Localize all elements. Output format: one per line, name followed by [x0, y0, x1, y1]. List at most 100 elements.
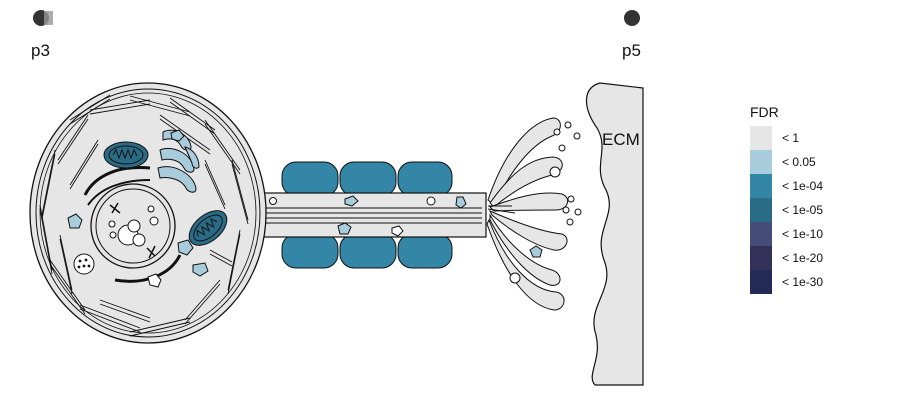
cytoskeleton-filament [89, 99, 151, 111]
adhesion-finger [489, 213, 561, 286]
legend-swatch [750, 198, 772, 222]
cytoskeleton-filament [57, 118, 89, 165]
cytoskeleton-filament [69, 98, 111, 125]
finger-organelle [509, 272, 521, 284]
cytoskeleton-filament [99, 303, 151, 323]
mitochondrion [188, 210, 228, 246]
cytoskeleton-filament [159, 114, 211, 151]
cytoskeleton-filament [169, 97, 216, 131]
cell-vesicle-outline [147, 273, 162, 288]
cytoskeleton-filament [41, 153, 56, 220]
nucleolus [149, 216, 159, 226]
legend-label: < 1e-20 [782, 251, 824, 265]
bridge-vesicle [337, 222, 352, 235]
legend-label: < 0.05 [782, 155, 816, 169]
cell-junction [261, 161, 487, 269]
cytoskeleton [39, 94, 249, 337]
cytoskeleton-filament [227, 233, 241, 295]
panel-dot-p5 [624, 10, 640, 26]
legend-label: < 1e-30 [782, 275, 824, 289]
cytoskeleton-filament [169, 101, 216, 135]
small-organelle [147, 205, 155, 213]
cytoskeleton-filament [49, 263, 86, 315]
cytoskeleton-filament [69, 94, 111, 121]
legend-label: < 1e-10 [782, 227, 824, 241]
cytoskeleton-filament [79, 308, 141, 333]
cytoskeleton-filament [129, 321, 191, 337]
legend-label: < 1e-05 [782, 203, 824, 217]
er-membrane [83, 165, 151, 196]
small-organelle [109, 231, 117, 239]
junction-block-bottom-2 [339, 233, 397, 269]
legend-item: < 1e-04 [750, 174, 823, 198]
cytoskeleton-filament [129, 99, 191, 117]
cytoskeleton-filament [209, 253, 233, 267]
cytoskeleton-filament [204, 119, 241, 171]
adhesion-fingers [486, 117, 582, 311]
junction-block-top-3 [397, 161, 453, 197]
fdr-legend: FDR < 1 < 0.05 < 1e-04 < 1e-05 < 1e-10 < 1e-2… [750, 104, 823, 294]
legend-swatch [750, 126, 772, 150]
junction-block-bottom-3 [397, 233, 453, 269]
nucleolus [108, 220, 116, 228]
cytoskeleton-filament [69, 143, 99, 190]
legend-title: FDR [750, 104, 779, 120]
er-membrane [87, 179, 151, 206]
adhesion-finger [488, 209, 568, 251]
legend-swatch [750, 222, 772, 246]
panel-dot-p3-shade [44, 11, 53, 25]
cytoskeleton-filament [99, 299, 151, 319]
legend-swatch [750, 270, 772, 294]
ecm-particle [573, 132, 581, 140]
legend-item: < 1e-10 [750, 222, 823, 246]
panel-label-p5: p5 [622, 41, 641, 60]
cell-vesicle [170, 129, 185, 142]
ecm-particle [567, 195, 575, 203]
chromosome [109, 202, 156, 259]
cytoskeleton-filament [49, 259, 86, 311]
bridge-vesicle [455, 196, 467, 209]
cytoskeleton-filament [227, 229, 241, 291]
lysosome [73, 253, 95, 275]
cytoskeleton-filament [59, 238, 73, 295]
cytoskeleton-filament [204, 123, 241, 175]
cytoskeleton-filament [184, 279, 221, 321]
cytoskeleton-filament [129, 317, 191, 333]
legend-item: < 0.05 [750, 150, 823, 174]
cytoskeleton-filament [57, 114, 89, 161]
adhesion-finger [489, 156, 563, 208]
nucleolus [132, 233, 146, 247]
legend-label: < 1 [782, 131, 800, 145]
mitochondrion [103, 141, 149, 169]
nucleolus [127, 219, 141, 233]
cell-inner-membrane [39, 92, 257, 334]
ecm-label: ECM [602, 130, 640, 149]
ecm-region [585, 82, 644, 386]
ecm-particle [574, 208, 582, 216]
legend-label: < 1e-04 [782, 179, 824, 193]
ecm-particle [562, 206, 570, 214]
legend-item: < 1e-20 [750, 246, 823, 270]
adhesion-finger [487, 117, 561, 206]
cytoskeleton-filament [231, 163, 249, 225]
legend-item: < 1 [750, 126, 823, 150]
cytoskeleton-filament [204, 159, 226, 206]
cytoskeleton-filament [39, 204, 53, 271]
junction-block-top-2 [339, 161, 397, 197]
legend-swatch [750, 150, 772, 174]
finger-organelle [549, 166, 561, 178]
bridge-vesicle-outline [391, 225, 404, 237]
cytoskeleton-filament [39, 208, 53, 275]
panel-label-p3: p3 [31, 41, 50, 60]
cytoskeleton-filament [204, 163, 226, 210]
junction-block-bottom-1 [281, 233, 339, 269]
cytoskeleton-filament [69, 139, 99, 186]
legend-item: < 1e-05 [750, 198, 823, 222]
adhesion-finger [486, 218, 565, 311]
bridge-dot [269, 197, 277, 205]
legend-item: < 1e-30 [750, 270, 823, 294]
cytoskeleton-filament [231, 159, 249, 221]
cell-vesicle [192, 262, 209, 277]
nucleus-inner [95, 188, 171, 264]
